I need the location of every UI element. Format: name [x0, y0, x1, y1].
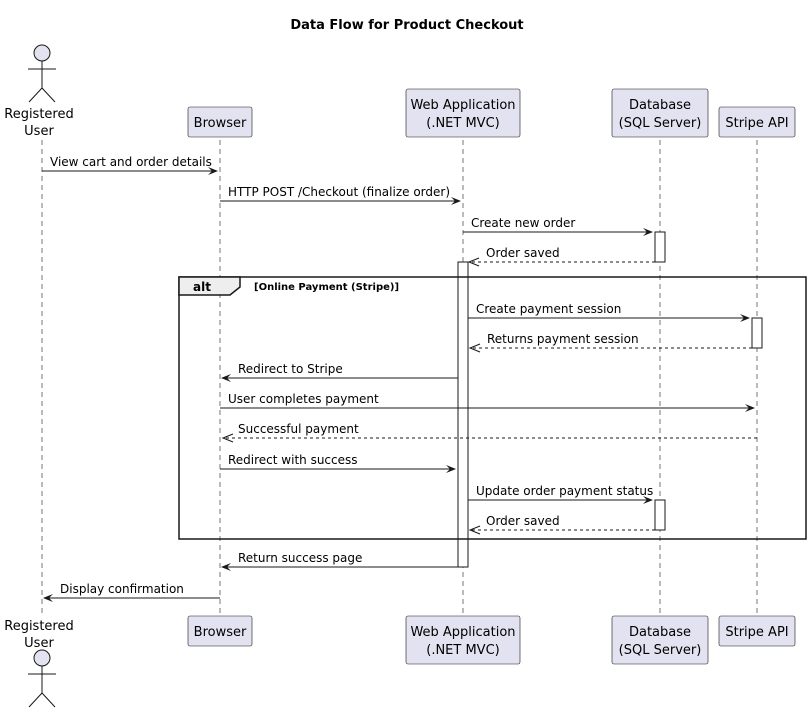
- participant-label: Web Application: [410, 98, 515, 113]
- participant-webapp-top: Web Application (.NET MVC): [405, 88, 521, 138]
- activation-database: [654, 231, 666, 263]
- message-label: HTTP POST /Checkout (finalize order): [228, 185, 450, 199]
- participant-stripe-bottom: Stripe API: [718, 615, 796, 647]
- activation-webapp: [457, 261, 469, 568]
- arrowhead-icon: [643, 496, 653, 504]
- arrowhead-icon: [221, 563, 231, 571]
- arrowhead-icon: [43, 594, 53, 602]
- arrowhead-icon: [221, 433, 234, 443]
- activation-database: [654, 499, 666, 531]
- message-create-payment-session: Create payment session: [468, 302, 750, 322]
- message-order-saved-2: Order saved: [468, 514, 655, 535]
- participant-label: Stripe API: [725, 625, 788, 640]
- arrowhead-icon: [745, 404, 755, 412]
- actor-head-icon: [33, 44, 51, 62]
- message-redirect-with-success: Redirect with success: [220, 453, 456, 473]
- participant-label: Database: [629, 625, 691, 640]
- alt-label: alt: [193, 280, 211, 294]
- message-label: User completes payment: [228, 392, 379, 406]
- message-returns-payment-session: Returns payment session: [468, 332, 752, 353]
- actor-registered-user-top: Registered User: [4, 44, 74, 139]
- message-redirect-to-stripe: Redirect to Stripe: [221, 362, 458, 382]
- message-http-post-checkout: HTTP POST /Checkout (finalize order): [220, 185, 461, 205]
- participant-browser-top: Browser: [187, 106, 253, 138]
- participant-webapp-bottom: Web Application (.NET MVC): [405, 615, 521, 665]
- arrowhead-icon: [208, 167, 218, 175]
- arrowhead-icon: [468, 525, 481, 535]
- participant-database-bottom: Database (SQL Server): [611, 615, 709, 665]
- message-label: Successful payment: [238, 422, 359, 436]
- participant-label: Web Application: [410, 625, 515, 640]
- participant-browser-bottom: Browser: [187, 615, 253, 647]
- participant-label: Browser: [194, 625, 247, 640]
- message-label: View cart and order details: [50, 155, 212, 169]
- participant-label: Registered: [4, 619, 74, 634]
- message-return-success-page: Return success page: [221, 551, 458, 571]
- participant-label: (.NET MVC): [426, 643, 499, 658]
- arrowhead-icon: [643, 228, 653, 236]
- message-successful-payment: Successful payment: [221, 422, 757, 443]
- participant-label: User: [24, 636, 54, 651]
- actor-head-icon: [33, 649, 51, 667]
- message-order-saved: Order saved: [467, 246, 655, 267]
- participant-label: (.NET MVC): [426, 116, 499, 131]
- message-update-order-payment-status: Update order payment status: [468, 484, 653, 504]
- participant-label: Database: [629, 98, 691, 113]
- participant-database-top: Database (SQL Server): [611, 88, 709, 138]
- message-label: Order saved: [486, 246, 560, 260]
- diagram-title: Data Flow for Product Checkout: [290, 18, 523, 33]
- message-label: Create new order: [471, 216, 575, 230]
- message-label: Update order payment status: [476, 484, 653, 498]
- arrowhead-icon: [446, 465, 456, 473]
- arrowhead-icon: [467, 257, 480, 267]
- message-label: Redirect to Stripe: [238, 362, 343, 376]
- message-display-confirmation: Display confirmation: [43, 582, 220, 602]
- arrowhead-icon: [221, 374, 231, 382]
- message-user-completes-payment: User completes payment: [220, 392, 755, 412]
- participant-label: Browser: [194, 116, 247, 131]
- participant-stripe-top: Stripe API: [718, 106, 796, 138]
- arrowhead-icon: [740, 314, 750, 322]
- arrowhead-icon: [468, 343, 481, 353]
- message-label: Display confirmation: [60, 582, 184, 596]
- actor-leg-right-icon: [41, 692, 56, 708]
- actor-leg-left-icon: [28, 87, 43, 103]
- participant-label: Registered: [4, 107, 74, 122]
- message-label: Return success page: [238, 551, 362, 565]
- message-label: Order saved: [486, 514, 560, 528]
- actor-leg-left-icon: [28, 692, 43, 708]
- message-view-cart: View cart and order details: [42, 155, 218, 175]
- message-label: Redirect with success: [228, 453, 358, 467]
- message-create-new-order: Create new order: [463, 216, 653, 236]
- activation-stripe: [751, 317, 763, 349]
- message-label: Create payment session: [476, 302, 621, 316]
- participant-label: Stripe API: [725, 116, 788, 131]
- alt-fragment: alt [Online Payment (Stripe)]: [178, 276, 807, 540]
- message-label: Returns payment session: [487, 332, 639, 346]
- alt-condition: [Online Payment (Stripe)]: [254, 282, 399, 293]
- participant-label: User: [24, 124, 54, 139]
- actor-leg-right-icon: [41, 87, 56, 103]
- participant-label: (SQL Server): [619, 116, 702, 131]
- actor-registered-user-bottom: Registered User: [4, 619, 74, 708]
- participant-label: (SQL Server): [619, 643, 702, 658]
- arrowhead-icon: [451, 197, 461, 205]
